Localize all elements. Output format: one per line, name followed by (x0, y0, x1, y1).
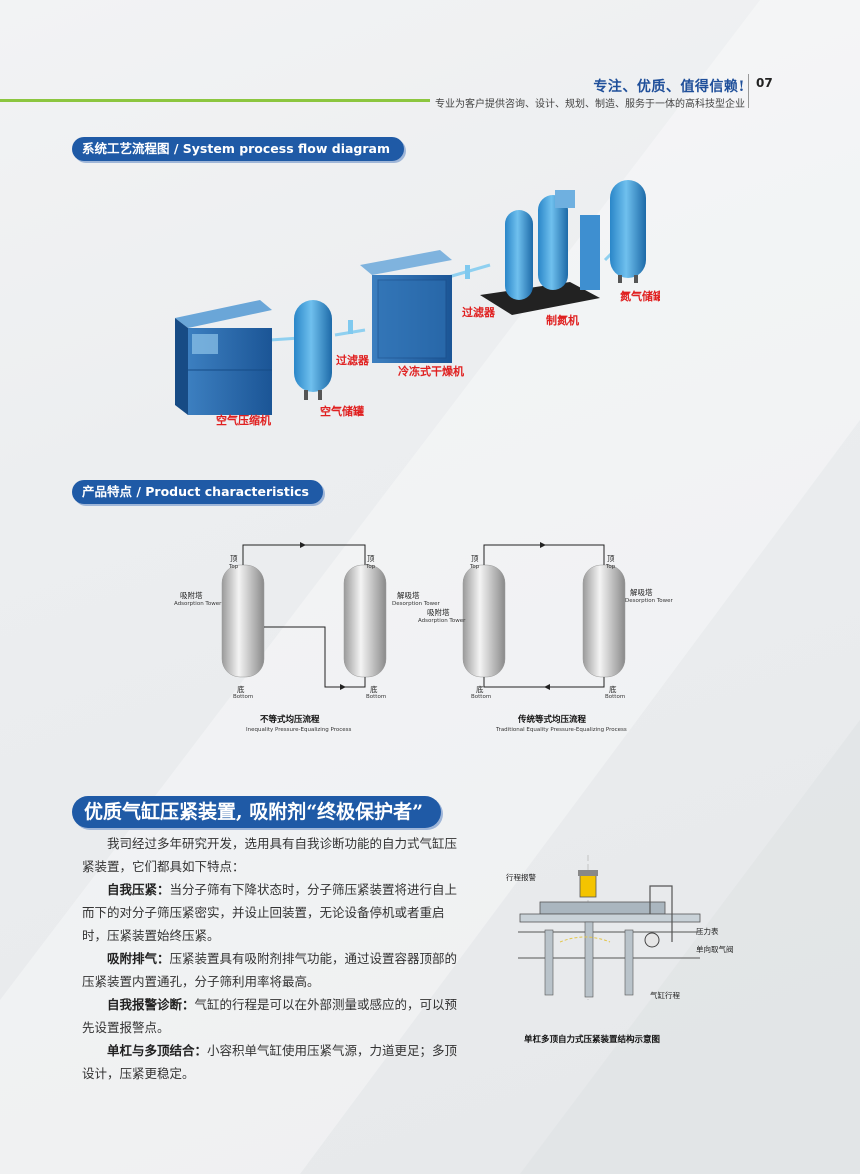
cylinder-icon (579, 874, 597, 898)
label-filter-1: 过滤器 (336, 353, 370, 367)
label-stroke-alarm: 行程报警 (506, 872, 536, 882)
section-title-cylinder: 优质气缸压紧装置, 吸附剂“终极保护者” (72, 796, 442, 828)
feature-text: 气缸的行程是可以在外部测量或感应的，可以预先设置报警点。 (82, 997, 458, 1035)
traditional-process: 顶 Top 顶 Top 吸附塔 Adsorption Tower 解吸塔 Des… (418, 542, 674, 733)
filter-2-icon (465, 265, 470, 279)
left-top2-cn: 顶 (367, 554, 375, 563)
cylinder-diagram-caption: 单杠多顶自力式压紧装置结构示意图 (524, 1034, 660, 1045)
feature-text: 压紧装置具有吸附剂排气功能，通过设置容器顶部的压紧装置内置通孔，分子筛利用率将最… (82, 951, 458, 989)
section-title-process-flow: 系统工艺流程图 / System process flow diagram (72, 137, 405, 161)
label-nitrogen-tank: 氮气储罐 (620, 289, 660, 303)
right-top2-cn: 顶 (607, 554, 615, 563)
label-cylinder-stroke: 气缸行程 (650, 990, 680, 1000)
label-check-valve: 单向取气阀 (696, 944, 734, 954)
feature-alarm: 自我报警诊断：气缸的行程是可以在外部测量或感应的，可以预先设置报警点。 (82, 993, 467, 1039)
feature-single-multi: 单杠与多顶结合：小容积单气缸使用压紧气源，力道更足；多顶设计，压紧更稳定。 (82, 1039, 467, 1085)
right-adsorption-en: Adsorption Tower (418, 618, 466, 624)
right-caption-cn: 传统等式均压流程 (517, 714, 587, 725)
nitrogen-tank-icon (610, 180, 646, 283)
left-desorption-en: Desorption Tower (392, 601, 441, 607)
process-flow-diagram: 空气压缩机 空气储罐 过滤器 冷冻式干燥机 过滤器 制氮机 氮气储罐 (175, 180, 660, 427)
right-top1-cn: 顶 (471, 554, 479, 563)
left-desorption-cn: 解吸塔 (397, 590, 420, 600)
feature-exhaust: 吸附排气：压紧装置具有吸附剂排气功能，通过设置容器顶部的压紧装置内置通孔，分子筛… (82, 947, 467, 993)
feature-title: 单杠与多顶结合： (107, 1043, 208, 1058)
intro-paragraph: 我司经过多年研究开发，选用具有自我诊断功能的自力式气缸压紧装置，它们都具如下特点… (82, 836, 458, 874)
air-compressor-icon (175, 300, 272, 415)
filter-1-icon (348, 320, 353, 334)
right-caption-en: Traditional Equality Pressure-Equalizing… (495, 727, 627, 733)
page-number: 07 (756, 76, 773, 90)
section-title-characteristics: 产品特点 / Product characteristics (72, 480, 323, 504)
feature-description: 我司经过多年研究开发，选用具有自我诊断功能的自力式气缸压紧装置，它们都具如下特点… (82, 832, 467, 1085)
label-dryer: 冷冻式干燥机 (398, 364, 464, 378)
left-top1-cn: 顶 (230, 554, 238, 563)
air-tank-icon (294, 300, 332, 400)
label-pressure-gauge: 压力表 (696, 926, 719, 936)
left-bottom1-en: Bottom (233, 694, 253, 700)
feature-text: 小容积单气缸使用压紧气源，力道更足；多顶设计，压紧更稳定。 (82, 1043, 458, 1081)
right-adsorption-cn: 吸附塔 (427, 607, 450, 617)
right-top2-en: Top (605, 564, 616, 570)
right-desorption-en: Desorption Tower (625, 598, 674, 604)
left-top2-en: Top (365, 564, 376, 570)
left-bottom2-en: Bottom (366, 694, 386, 700)
feature-title: 自我报警诊断： (107, 997, 195, 1012)
pressure-equalizing-diagram: 顶 Top 顶 Top 吸附塔 Adsorption Tower 解吸塔 Des… (174, 542, 674, 733)
left-bottom1-cn: 底 (237, 684, 245, 694)
header-subtitle: 专业为客户提供咨询、设计、规划、制造、服务于一体的高科技型企业 (435, 99, 745, 110)
header-green-line (0, 99, 430, 102)
left-adsorption-en: Adsorption Tower (174, 601, 222, 607)
feature-title: 自我压紧： (107, 882, 170, 897)
feature-title: 吸附排气： (107, 951, 170, 966)
nitrogen-generator-icon (480, 190, 600, 315)
label-filter-2: 过滤器 (462, 305, 496, 319)
left-adsorption-cn: 吸附塔 (180, 590, 203, 600)
left-bottom2-cn: 底 (370, 684, 378, 694)
inequality-process: 顶 Top 顶 Top 吸附塔 Adsorption Tower 解吸塔 Des… (174, 542, 441, 733)
right-top1-en: Top (469, 564, 480, 570)
dryer-icon (360, 250, 452, 363)
cylinder-press-diagram: 行程报警 压力表 单向取气阀 气缸行程 单杠多顶自力式压紧装置结构示意图 (506, 855, 734, 1045)
right-bottom1-en: Bottom (471, 694, 491, 700)
page-header: 专注、优质、值得信赖! 专业为客户提供咨询、设计、规划、制造、服务于一体的高科技… (0, 70, 860, 110)
label-air-compressor: 空气压缩机 (216, 413, 271, 427)
left-caption-cn: 不等式均压流程 (260, 714, 320, 725)
right-bottom2-en: Bottom (605, 694, 625, 700)
right-desorption-cn: 解吸塔 (630, 587, 653, 597)
feature-self-press: 自我压紧：当分子筛有下降状态时，分子筛压紧装置将进行自上而下的对分子筛压紧密实，… (82, 878, 467, 947)
left-top1-en: Top (228, 564, 239, 570)
right-bottom2-cn: 底 (609, 684, 617, 694)
pressure-gauge-icon (644, 932, 660, 948)
slogan: 专注、优质、值得信赖! (593, 79, 745, 95)
header-divider (748, 74, 749, 108)
right-bottom1-cn: 底 (476, 684, 484, 694)
label-nitrogen-generator: 制氮机 (546, 313, 579, 327)
left-caption-en: Inequality Pressure-Equalizing Process (246, 727, 352, 733)
label-air-tank: 空气储罐 (320, 404, 364, 418)
feature-text: 当分子筛有下降状态时，分子筛压紧装置将进行自上而下的对分子筛压紧密实，并设止回装… (82, 882, 458, 943)
